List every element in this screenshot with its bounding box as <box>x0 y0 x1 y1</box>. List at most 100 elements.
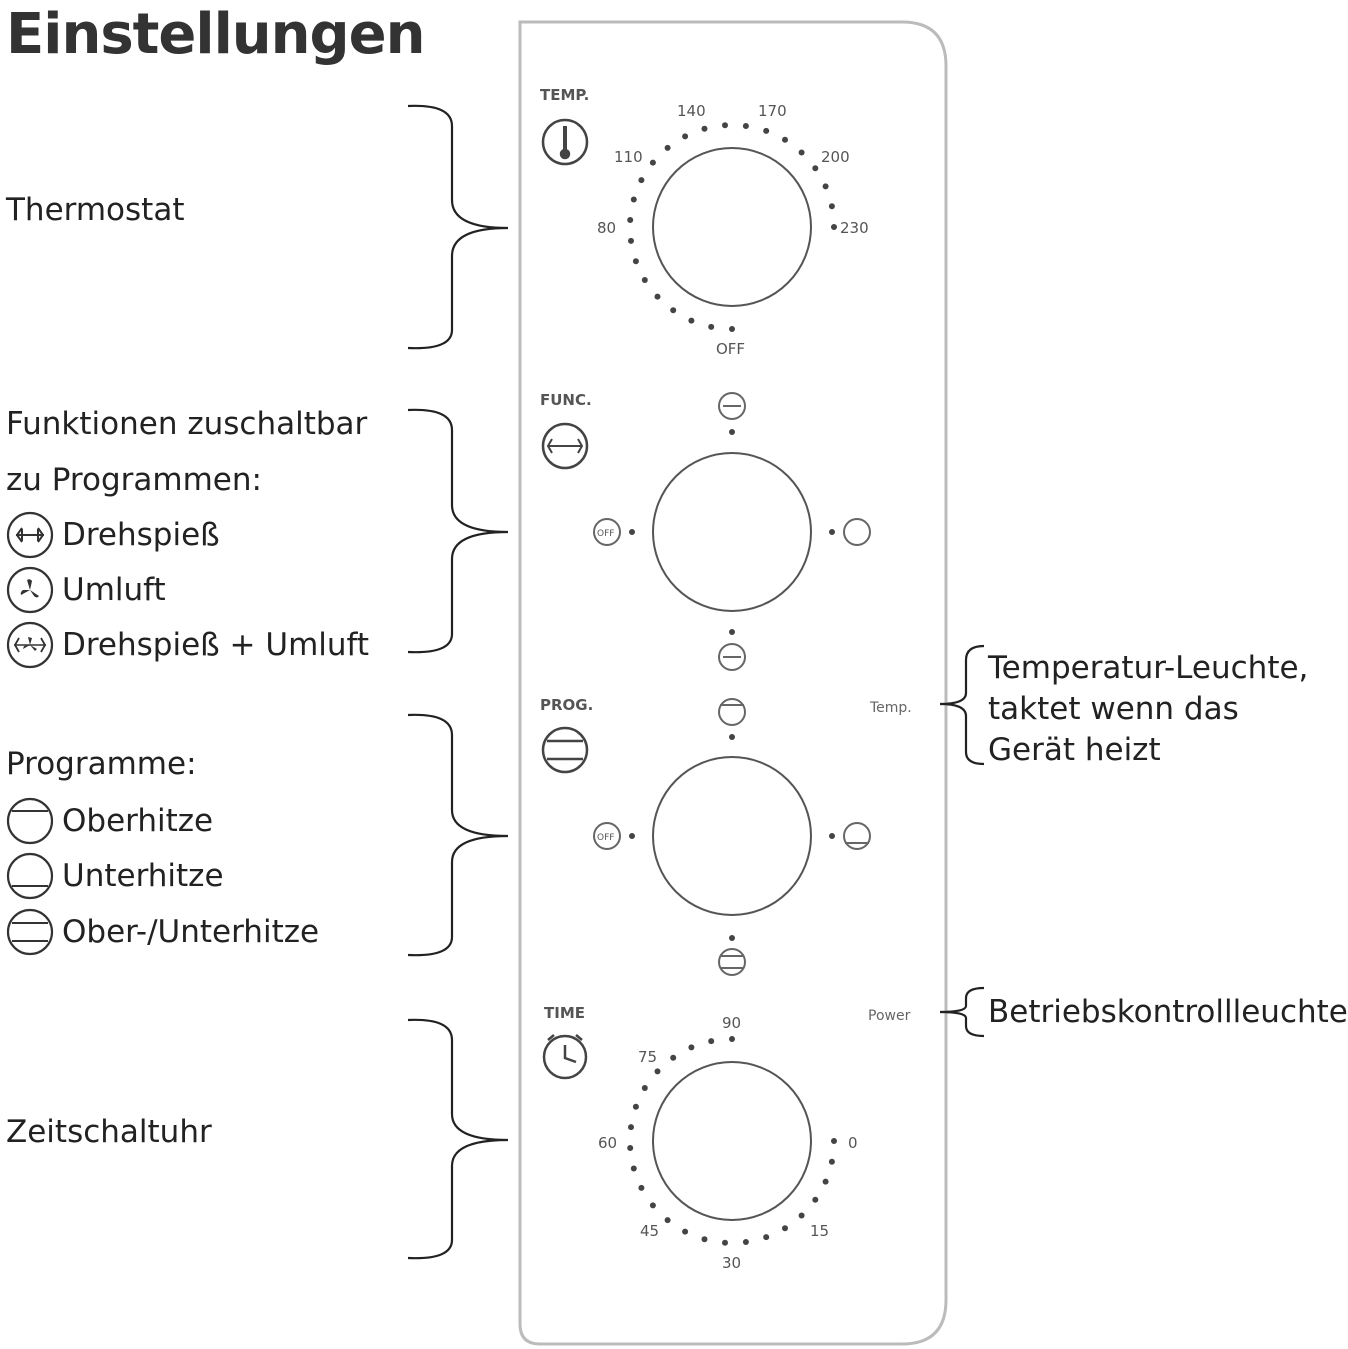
functions-label-line1: Funktionen zuschaltbar <box>6 406 368 442</box>
top-bottom-heat-icon <box>718 948 746 976</box>
top-heat-icon <box>718 698 746 726</box>
power-lamp-label: Power <box>868 1008 911 1024</box>
spit-fan-icon <box>6 621 54 669</box>
bottom-heat-icon <box>843 822 871 850</box>
power-indicator-label: Betriebskontrollleuchte <box>988 994 1348 1030</box>
func-knob[interactable] <box>652 452 812 612</box>
top-bottom-heat-icon <box>6 908 54 956</box>
scale-dot <box>822 1178 829 1185</box>
scale-dot <box>831 224 837 230</box>
temp-tick-label: 110 <box>614 148 643 166</box>
scale-dot <box>682 133 689 140</box>
scale-dot <box>641 277 648 283</box>
scale-dot <box>649 159 656 166</box>
func-off-label: OFF <box>597 529 614 539</box>
scale-dot <box>688 1044 695 1051</box>
temp-tick-label: 140 <box>677 102 706 120</box>
scale-dot <box>649 1202 656 1209</box>
temp-off-label: OFF <box>716 340 745 358</box>
temp-knob[interactable] <box>652 147 812 307</box>
scale-dot <box>628 1124 634 1131</box>
function-item-spit: Drehspieß <box>6 510 220 560</box>
thermostat-label: Thermostat <box>6 192 185 228</box>
scale-dot <box>722 122 728 129</box>
time-tick-label: 30 <box>722 1254 741 1272</box>
bottom-heat-icon <box>6 852 54 900</box>
spit-icon <box>718 392 746 420</box>
program-item-bottom-heat: Unterhitze <box>6 851 224 901</box>
scale-dot <box>670 307 677 314</box>
functions-brace <box>407 408 509 654</box>
time-tick-label: 60 <box>598 1134 617 1152</box>
scale-dot <box>831 1138 837 1144</box>
scale-dot <box>729 1036 735 1042</box>
timer-label: Zeitschaltuhr <box>6 1114 212 1150</box>
control-panel-outline <box>518 20 948 1346</box>
programs-label: Programme: <box>6 746 197 782</box>
time-tick-label: 45 <box>640 1222 659 1240</box>
thermometer-icon <box>541 118 589 166</box>
scale-dot <box>812 165 819 172</box>
scale-dot <box>632 258 639 265</box>
fan-icon <box>843 518 871 546</box>
function-item-label: Drehspieß + Umluft <box>62 627 370 663</box>
scale-dot <box>641 1085 648 1091</box>
scale-dot <box>630 1165 637 1172</box>
func-knob-caption: FUNC. <box>540 391 592 409</box>
temp-knob-caption: TEMP. <box>540 86 589 104</box>
time-knob-caption: TIME <box>544 1004 585 1022</box>
temp-tick-label: 80 <box>597 219 616 237</box>
scale-dot <box>782 1225 788 1232</box>
time-tick-label: 15 <box>810 1222 829 1240</box>
func-off-position <box>593 518 621 546</box>
scale-dot <box>828 203 835 210</box>
spit-icon <box>6 511 54 559</box>
time-tick-label: 0 <box>848 1134 858 1152</box>
temp-indicator-line1: Temperatur-Leuchte, <box>988 650 1309 686</box>
program-item-label: Unterhitze <box>62 858 224 894</box>
scale-dot <box>708 323 715 330</box>
temp-tick-label: 230 <box>840 219 869 237</box>
program-item-top-heat: Oberhitze <box>6 796 213 846</box>
scale-dot <box>638 1184 645 1191</box>
time-knob[interactable] <box>652 1061 812 1221</box>
thermostat-brace <box>407 104 509 350</box>
time-tick-label: 90 <box>722 1014 741 1032</box>
scale-dot <box>627 1145 634 1151</box>
scale-dot <box>670 1054 677 1061</box>
program-item-label: Ober-/Unterhitze <box>62 914 320 950</box>
temp-scale-dots <box>627 122 837 332</box>
prog-off-position <box>593 822 621 850</box>
scale-dot <box>782 136 788 143</box>
programs-brace <box>407 713 509 957</box>
temp-indicator-line3: Gerät heizt <box>988 732 1161 768</box>
scale-dot <box>627 217 634 223</box>
spit-fan-icon <box>718 643 746 671</box>
functions-label-line2: zu Programmen: <box>6 462 262 498</box>
scale-dot <box>654 1068 661 1075</box>
prog-knob-positions <box>593 698 871 976</box>
scale-dot <box>812 1196 819 1203</box>
temp-lamp-label: Temp. <box>869 700 912 716</box>
scale-dot <box>701 1236 708 1243</box>
scale-dot <box>638 177 645 184</box>
scale-dot <box>632 1103 639 1110</box>
scale-dot <box>628 237 634 244</box>
func-knob-positions <box>593 392 871 671</box>
prog-knob-caption: PROG. <box>540 696 593 714</box>
scale-dot <box>729 326 735 332</box>
function-item-spit-fan: Drehspieß + Umluft <box>6 620 369 670</box>
scale-dot <box>763 1234 770 1241</box>
program-item-top-bottom-heat: Ober-/Unterhitze <box>6 907 319 957</box>
temp-indicator-line2: taktet wenn das <box>988 691 1239 727</box>
scale-dot <box>708 1038 715 1045</box>
prog-knob[interactable] <box>652 756 812 916</box>
function-item-label: Umluft <box>62 572 166 608</box>
scale-dot <box>701 125 708 132</box>
scale-dot <box>682 1228 689 1235</box>
function-item-label: Drehspieß <box>62 517 220 553</box>
temp-tick-label: 200 <box>821 148 850 166</box>
temp-indicator-brace <box>939 644 985 766</box>
temp-tick-label: 170 <box>758 102 787 120</box>
